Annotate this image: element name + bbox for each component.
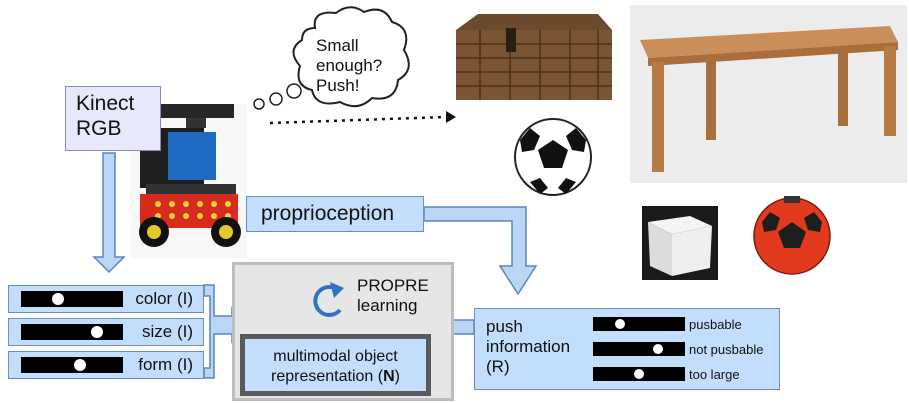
- feature-slider-knob: [74, 359, 87, 371]
- mm-line2-bold: N: [383, 368, 395, 385]
- proprioception-label: proprioception: [246, 196, 424, 232]
- kinect-line2: RGB: [76, 117, 122, 140]
- features-merge-arrow: [203, 284, 256, 379]
- push-slider-knob: [615, 319, 625, 329]
- feature-slider-bar: [21, 357, 123, 373]
- kinect-rgb-label: Kinect RGB: [65, 86, 161, 151]
- thought-line2: enough?: [316, 56, 383, 75]
- feature-slider-knob: [91, 326, 104, 338]
- feature-label: form (I): [138, 355, 193, 374]
- wooden-table-picture: [630, 5, 907, 183]
- proprioception-arrow: [423, 206, 538, 296]
- thought-bubble: [253, 6, 410, 110]
- push-slider-knob: [634, 369, 644, 379]
- push-slider-knob: [653, 344, 663, 354]
- dotted-arrow: [269, 111, 456, 125]
- thought-line3: Push!: [316, 76, 360, 95]
- mm-line2-suffix: ): [394, 368, 400, 385]
- feature-label: color (I): [135, 289, 193, 308]
- soccer-ball-picture: [514, 118, 592, 196]
- push-item-label: not pusbable: [689, 342, 764, 357]
- multimodal-representation: multimodal object representation (N): [240, 334, 431, 396]
- red-soccer-ball-picture: [753, 196, 831, 275]
- push-line2: information: [486, 337, 571, 356]
- feature-slider-knob: [51, 293, 64, 305]
- push-item-label: pusbable: [689, 317, 742, 332]
- thought-line1: Small: [316, 36, 359, 55]
- feature-label: size (I): [142, 322, 193, 341]
- push-information-panel: push information (R) pusbable not pusbab…: [474, 308, 780, 390]
- feature-slider-bar: [21, 324, 123, 340]
- feature-form: form (I): [8, 351, 204, 379]
- white-cube-picture: [642, 206, 718, 280]
- thought-text: Small enough? Push!: [316, 36, 382, 96]
- push-slider-bar: [593, 342, 685, 356]
- push-item-label: too large: [689, 367, 740, 382]
- kinect-line1: Kinect: [76, 92, 135, 115]
- feature-size: size (I): [8, 318, 204, 346]
- push-title: push information (R): [486, 317, 570, 377]
- feature-color: color (I): [8, 285, 204, 313]
- push-line1: push: [486, 317, 523, 336]
- mm-line2-prefix: representation (: [271, 368, 384, 385]
- propre-title: PROPRE learning: [357, 276, 429, 316]
- feature-slider-bar: [21, 291, 123, 307]
- mm-line2: representation (N): [245, 367, 426, 387]
- push-slider-bar: [593, 367, 685, 381]
- propre-line2: learning: [357, 296, 418, 315]
- propre-line1: PROPRE: [357, 276, 429, 295]
- wicker-basket-picture: [456, 14, 612, 100]
- kinect-down-arrow: [92, 152, 126, 274]
- push-slider-bar: [593, 317, 685, 331]
- push-line3: (R): [486, 357, 510, 376]
- mm-line1: multimodal object: [273, 348, 398, 365]
